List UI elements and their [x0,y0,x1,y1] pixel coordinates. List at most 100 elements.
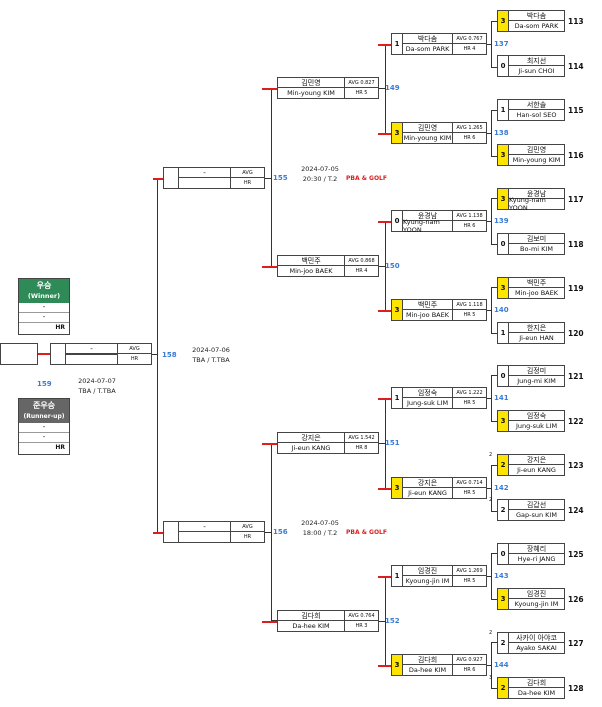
r32-box-4-score: 3 [498,189,509,209]
r32-box-4-en-name: Kyung-nam YOON [509,196,546,212]
r16-box-6-avg: AVG 1.269 [452,566,486,576]
r32-seed-4: 117 [568,195,584,204]
semi-blank-0 [179,178,230,188]
r16-match-id-7: 144 [494,661,509,669]
r16-box-3-hr: HR 5 [452,310,486,320]
semi-avg-0: AVG [230,168,264,178]
r32-prescore-15: 3 [489,675,493,681]
r16-box-2-avg: AVG 1.138 [452,211,486,221]
r32-box-1-ko-name: 최지선 [509,56,564,66]
r32-seed-0: 113 [568,17,584,26]
semi-hr-1: HR [230,532,264,542]
r16-box-0-avg: AVG 0.767 [452,34,486,44]
winner-line2: - [19,313,69,323]
r32-box-1-en-name: Ji-sun CHOI [518,67,555,75]
winner-box: 우승 (Winner) - - HR [18,278,70,335]
quarter-box-2-ko-name: 강지은 [278,433,344,443]
r16-match-id-3: 140 [494,306,509,314]
quarter-box-1-en-name: Min-joo BAEK [289,267,333,275]
r16-box-7-hr: HR 6 [452,665,486,675]
r32-box-10-ko-name: 강지은 [509,455,564,465]
r32-seed-1: 114 [568,62,584,71]
r16-box-1-avg: AVG 1.265 [452,123,486,133]
quarter-box-1-avg: AVG 0.868 [344,256,378,266]
quarter-match-id-0: 149 [385,84,400,92]
winner-title: 우승 (Winner) [19,279,69,303]
r32-box-6-en-name: Min-joo BAEK [515,289,558,297]
r16-box-3-score: 3 [392,300,403,320]
r16-box-2-en-name: Kyung-nam YOON [403,218,440,234]
r16-match-id-6: 143 [494,572,509,580]
semi-match-id-1: 156 [273,528,288,536]
runner-title: 준우승 (Runner-up) [19,399,69,423]
r32-box-3-ko-name: 김민영 [509,145,564,155]
semi-hr-0: HR [230,178,264,188]
runner-line1: - [19,423,69,433]
r16-box-6-score: 1 [392,566,403,586]
r32-box-6-score: 3 [498,278,509,298]
r32-seed-14: 127 [568,639,584,648]
r16-box-5-avg: AVG 0.714 [452,478,486,488]
r32-box-14-ko-name: 사카이 아야코 [509,633,564,643]
r32-seed-12: 125 [568,550,584,559]
r16-box-6-en-name: Kyoung-jin IM [405,577,450,585]
r32-seed-9: 122 [568,417,584,426]
r32-box-13-ko-name: 임경진 [509,589,564,599]
r32-seed-5: 118 [568,240,584,249]
r16-match-id-4: 141 [494,394,509,402]
final-box[interactable]: - AVG HR [50,343,152,365]
r32-box-14-score: 2 [498,633,509,653]
quarter-box-0-en-name: Min-young KIM [287,89,335,97]
r32-box-1-score: 0 [498,56,509,76]
r32-box-12-score: 0 [498,544,509,564]
r32-seed-15: 128 [568,684,584,693]
semi-blank-1 [179,532,230,542]
r32-box-13-en-name: Kyoung-jin IM [514,600,559,608]
semi-match-id-0: 155 [273,174,288,182]
r16-box-4-hr: HR 5 [452,398,486,408]
r32-seed-7: 120 [568,329,584,338]
r16-box-3-ko-name: 백민주 [403,300,452,310]
winner-line1: - [19,303,69,313]
final-score [51,344,66,364]
r16-box-4-avg: AVG 1.222 [452,388,486,398]
r32-seed-6: 119 [568,284,584,293]
r32-prescore-10: 2 [489,452,493,458]
r16-match-id-2: 139 [494,217,509,225]
semi-name-1: - [179,522,230,532]
r32-box-11-en-name: Gap-sun KIM [516,511,557,519]
r32-box-15-ko-name: 김다희 [509,678,564,688]
